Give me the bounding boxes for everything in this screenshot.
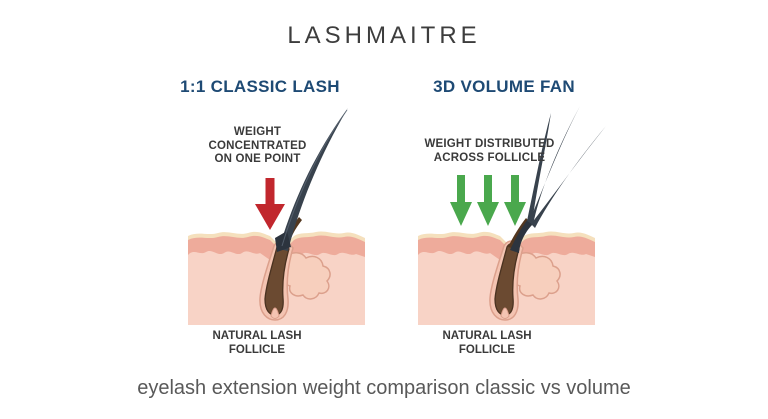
dermal-papilla xyxy=(500,307,510,319)
green-down-arrow-icon-2 xyxy=(477,175,499,226)
green-down-arrow-icon-3 xyxy=(504,175,526,226)
green-down-arrow-icon-1 xyxy=(450,175,472,226)
volume-follicle-illustration xyxy=(418,106,606,325)
volume-fan-lash-3 xyxy=(531,126,606,228)
dermal-papilla xyxy=(270,307,280,319)
volume-fan-lash-2 xyxy=(529,106,580,225)
brand-title: LASHMAITRE xyxy=(287,22,481,49)
caption: eyelash extension weight comparison clas… xyxy=(137,377,631,399)
volume-heading: 3D VOLUME FAN xyxy=(433,77,575,96)
volume-fan-base xyxy=(510,219,533,253)
classic-heading: 1:1 CLASSIC LASH xyxy=(180,77,340,96)
classic-lash-highlight xyxy=(281,109,348,247)
red-down-arrow-icon xyxy=(255,178,285,230)
classic-follicle-illustration xyxy=(188,108,365,325)
volume-follicle-label: NATURAL LASH FOLLICLE xyxy=(442,330,532,356)
classic-follicle-label: NATURAL LASH FOLLICLE xyxy=(212,330,302,356)
volume-fan-lash-1 xyxy=(527,113,551,224)
classic-weight-annotation: WEIGHT CONCENTRATED ON ONE POINT xyxy=(208,126,307,165)
classic-lash-extension xyxy=(279,108,348,251)
volume-weight-annotation: WEIGHT DISTRIBUTED ACROSS FOLLICLE xyxy=(424,138,555,164)
